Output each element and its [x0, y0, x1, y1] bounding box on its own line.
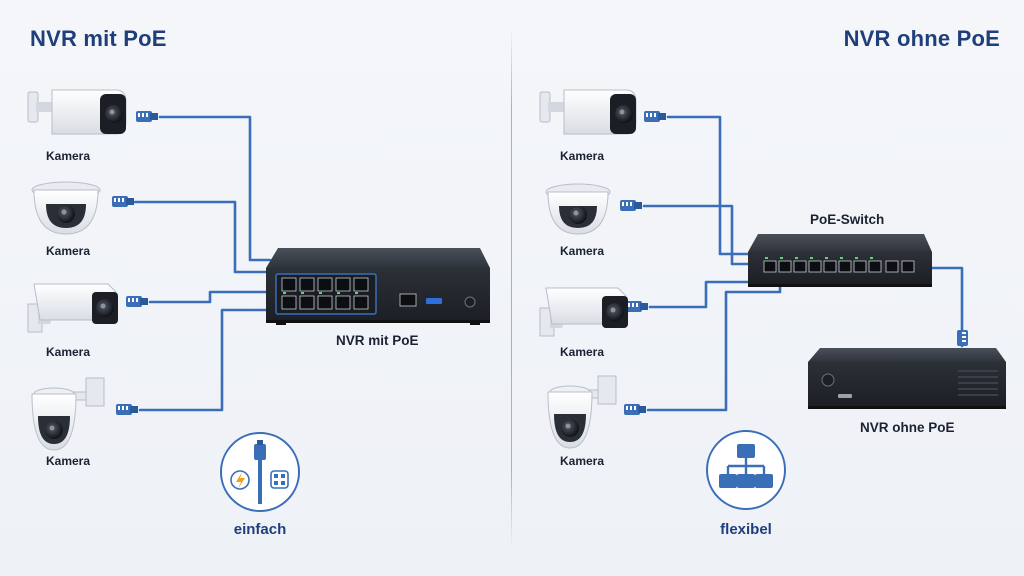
poe-switch-device — [748, 234, 932, 287]
right-connectors — [620, 111, 968, 415]
dome-camera-icon — [31, 181, 101, 235]
ptz-camera-icon — [547, 375, 617, 449]
poe-switch-label: PoE-Switch — [810, 212, 885, 227]
cable-right-2 — [642, 204, 754, 266]
cable-right-1 — [666, 115, 754, 256]
cable-left-3 — [148, 290, 272, 304]
right-camera-label-3: Kamera — [560, 345, 605, 359]
left-title: NVR mit PoE — [30, 26, 167, 51]
cable-left-4 — [138, 308, 272, 412]
rj45-connector-icon — [624, 404, 646, 415]
right-title: NVR ohne PoE — [843, 26, 1000, 51]
cable-right-4 — [646, 266, 782, 412]
nvr-no-poe-label: NVR ohne PoE — [860, 420, 955, 435]
network-hierarchy-icon — [706, 430, 786, 510]
rj45-connector-icon — [126, 296, 148, 307]
cable-switch-to-nvr — [928, 266, 964, 348]
right-camera-label-1: Kamera — [560, 149, 605, 163]
box-camera-icon — [27, 283, 118, 333]
left-connectors — [112, 111, 158, 415]
left-cables — [133, 115, 272, 412]
cable-left-2 — [133, 200, 272, 274]
nvr-poe-device — [266, 248, 490, 325]
rj45-connector-icon — [626, 301, 648, 312]
right-camera-label-2: Kamera — [560, 244, 605, 258]
left-feature-label: einfach — [233, 521, 287, 538]
rj45-connector-icon — [136, 111, 158, 122]
right-camera-label-4: Kamera — [560, 454, 605, 468]
left-camera-label-3: Kamera — [46, 345, 91, 359]
ethernet-ports — [281, 277, 369, 310]
cable-left-1 — [158, 115, 272, 262]
section-divider — [511, 28, 512, 548]
box-camera-icon — [539, 287, 628, 337]
left-camera-label-1: Kamera — [46, 149, 91, 163]
rj45-connector-icon — [644, 111, 666, 122]
nvr-no-poe-device — [808, 348, 1006, 409]
rj45-connector-icon — [620, 200, 642, 211]
rj45-connector-icon — [112, 196, 134, 207]
left-camera-label-4: Kamera — [46, 454, 91, 468]
poe-cable-icon — [220, 432, 300, 512]
rj45-connector-icon — [116, 404, 138, 415]
bullet-camera-icon — [539, 89, 637, 135]
rj45-connector-icon — [957, 330, 968, 346]
ptz-camera-icon — [31, 377, 105, 451]
nvr-poe-label: NVR mit PoE — [336, 333, 419, 348]
right-feature-label: flexibel — [720, 521, 772, 538]
left-camera-label-2: Kamera — [46, 244, 91, 258]
bullet-camera-icon — [27, 89, 127, 135]
dome-camera-icon — [545, 183, 611, 235]
